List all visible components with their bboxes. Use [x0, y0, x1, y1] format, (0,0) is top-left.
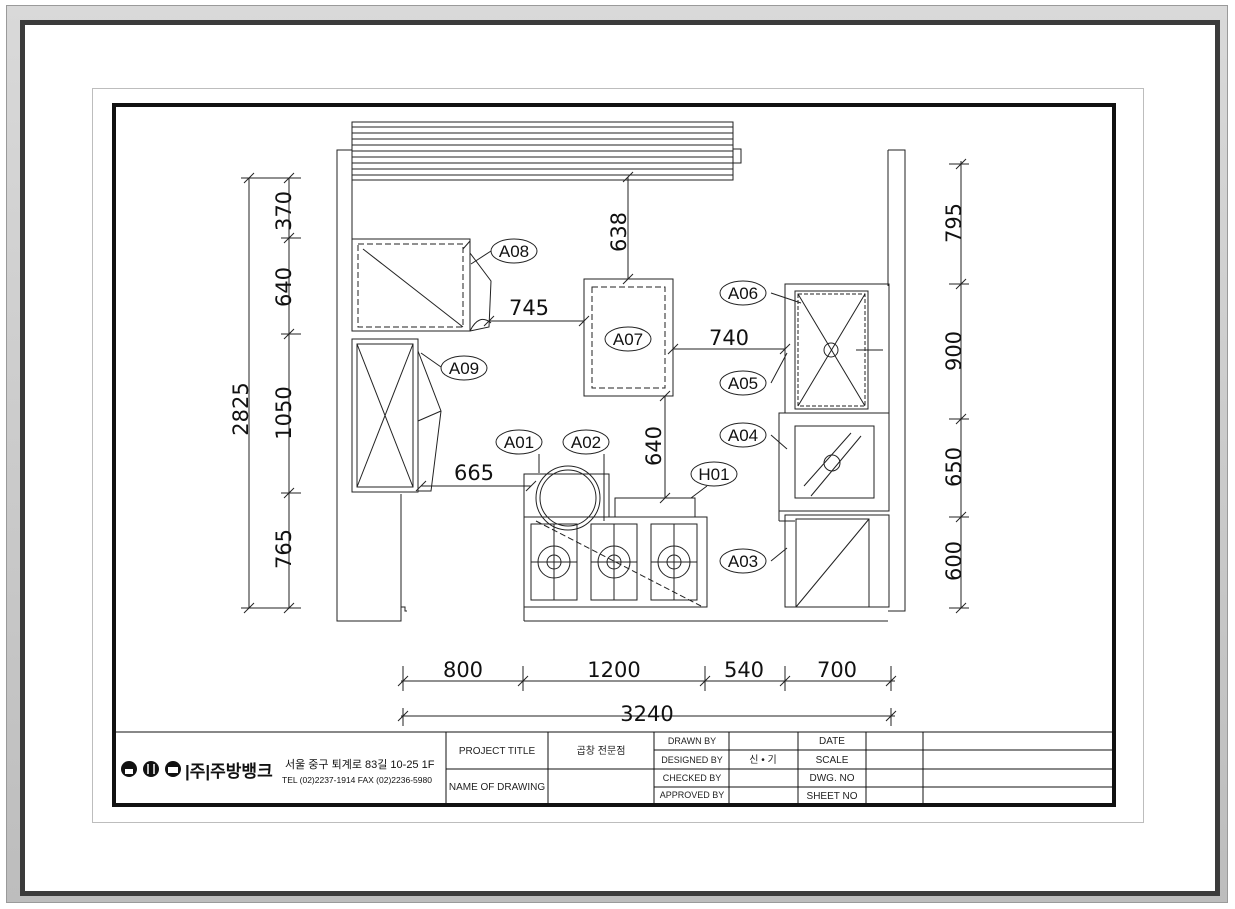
tag-a05-label: A05	[728, 374, 758, 393]
dim-right-600: 600	[942, 541, 966, 581]
company-address: 서울 중구 퇴계로 83길 10-25 1F	[285, 758, 435, 771]
sheet-no-label: SHEET NO	[807, 791, 858, 802]
tag-h01: H01	[690, 461, 738, 487]
equipment-range-burners	[523, 465, 708, 608]
tag-leaders	[420, 250, 802, 562]
company-name: |주|주방뱅크	[185, 762, 273, 781]
pot-icon	[165, 761, 181, 777]
dim-interior-745: 745	[509, 296, 549, 320]
right-dimension-lines	[949, 158, 969, 614]
dim-interior-640: 640	[642, 426, 666, 466]
tag-a05: A05	[719, 370, 767, 396]
interior-dimension-lines	[415, 171, 791, 504]
tag-a02-label: A02	[571, 433, 601, 452]
date-label: DATE	[819, 736, 845, 747]
tag-a03-label: A03	[728, 552, 758, 571]
tag-a01: A01	[495, 429, 543, 455]
designed-by-label: DESIGNED BY	[661, 755, 723, 765]
cutlery-icon	[143, 761, 159, 777]
dim-right-795: 795	[942, 203, 966, 243]
equipment-a09-cabinet	[351, 338, 442, 493]
drawing-border	[112, 103, 1116, 807]
dim-right-900: 900	[942, 331, 966, 371]
equipment-right-sinks	[778, 283, 890, 608]
dim-left-1050: 1050	[272, 386, 296, 439]
dim-left-2825: 2825	[229, 382, 253, 435]
dim-right-650: 650	[942, 447, 966, 487]
dim-interior-665: 665	[454, 461, 494, 485]
walls	[336, 149, 906, 622]
floor-plan-drawing: 370 640 1050 765 2825 795 900 650 600 80…	[112, 103, 1116, 807]
dim-bottom-540: 540	[724, 658, 764, 682]
designed-by-value: 신 • 기	[749, 754, 776, 766]
dim-bottom-800: 800	[443, 658, 483, 682]
dim-bottom-700: 700	[817, 658, 857, 682]
dim-interior-638: 638	[607, 212, 631, 252]
tag-a09-label: A09	[449, 359, 479, 378]
tag-a09: A09	[440, 355, 488, 381]
checked-by-label: CHECKED BY	[663, 773, 722, 783]
scale-label: SCALE	[816, 755, 849, 766]
tag-a04: A04	[719, 422, 767, 448]
tag-a08: A08	[490, 238, 538, 264]
tag-h01-label: H01	[698, 465, 729, 484]
approved-by-label: APPROVED BY	[660, 790, 725, 800]
dim-interior-740: 740	[709, 326, 749, 350]
dim-bottom-3240: 3240	[620, 702, 673, 726]
project-title-value: 곱창 전문점	[577, 745, 626, 757]
title-block	[114, 731, 1114, 805]
company-logo-icons	[121, 761, 181, 777]
tag-a01-label: A01	[504, 433, 534, 452]
tag-a02: A02	[562, 429, 610, 455]
dim-left-640: 640	[272, 267, 296, 307]
equipment-a08-refrigerator	[351, 238, 492, 332]
tag-a07: A07	[604, 326, 652, 352]
tag-a08-label: A08	[499, 242, 529, 261]
drawn-by-label: DRAWN BY	[668, 736, 716, 746]
tag-a03: A03	[719, 548, 767, 574]
drawing-sheet: 370 640 1050 765 2825 795 900 650 600 80…	[92, 88, 1144, 823]
tag-a06-label: A06	[728, 284, 758, 303]
company-contact: TEL (02)2237-1914 FAX (02)2236-5980	[282, 775, 432, 785]
tag-a04-label: A04	[728, 426, 758, 445]
chef-hat-icon	[121, 761, 137, 777]
project-title-label: PROJECT TITLE	[459, 746, 536, 757]
dim-bottom-1200: 1200	[587, 658, 640, 682]
bottom-dimension-lines	[397, 666, 897, 726]
dim-left-370: 370	[272, 191, 296, 231]
tag-a06: A06	[719, 280, 767, 306]
name-of-drawing-label: NAME OF DRAWING	[449, 782, 546, 793]
exhaust-hood	[351, 121, 742, 181]
dim-left-765: 765	[272, 529, 296, 569]
left-dimension-lines	[241, 172, 301, 614]
dwg-no-label: DWG. NO	[810, 773, 855, 784]
tag-a07-label: A07	[613, 330, 643, 349]
